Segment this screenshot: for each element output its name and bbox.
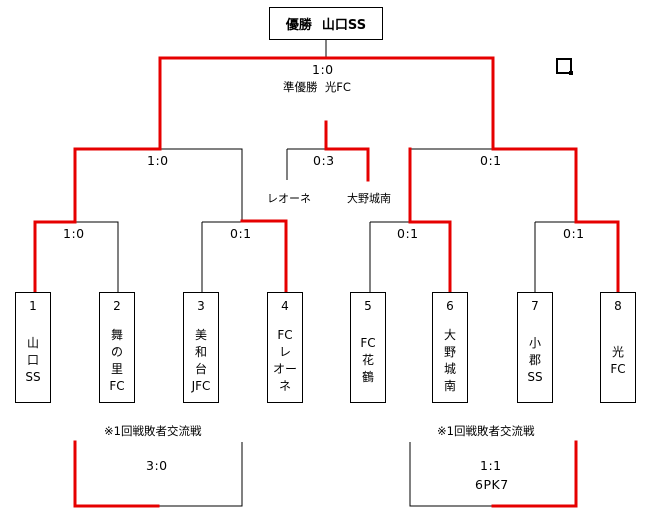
champion-box: 優勝 山口SS <box>269 7 383 40</box>
winner-path-yamaguchi <box>33 56 328 294</box>
exchange-right-score: 1:1 <box>480 458 502 473</box>
team-box-8: 8 光 FC <box>600 292 636 403</box>
team-name-line: SS <box>527 370 543 384</box>
team-name-line: オー <box>272 361 297 376</box>
team-name-line: FC <box>277 327 293 342</box>
team-name-line: の <box>110 344 123 359</box>
exchange-right-pk: 6PK7 <box>475 477 509 492</box>
team-number: 6 <box>446 299 454 313</box>
team-name-line: レ <box>278 344 291 359</box>
team-name: 光 FC <box>601 325 635 396</box>
winner-path-leone <box>240 219 288 294</box>
winner-path-onojo <box>408 147 452 294</box>
team-name-line: 鶴 <box>361 370 374 384</box>
winner-path-hikari <box>324 56 620 294</box>
team-name-line: 花 <box>361 353 374 367</box>
line-exchange-left <box>74 442 243 507</box>
bracket-red-lines <box>33 56 620 508</box>
team-name-line: 里 <box>110 361 123 376</box>
team-name: 大 野 城 南 <box>433 325 467 396</box>
team-name-line: FC <box>610 361 626 376</box>
exchange-left-score: 3:0 <box>146 458 168 473</box>
line-exchange-right <box>409 442 577 507</box>
team-name-line: 口 <box>26 353 39 367</box>
team-number: 5 <box>364 299 372 313</box>
winner-path-onojo-third <box>324 120 370 182</box>
team-number: 4 <box>281 299 289 313</box>
team-name: 山 口 SS <box>16 325 50 396</box>
qf4-score: 0:1 <box>563 226 585 241</box>
champion-team: 山口SS <box>321 18 367 33</box>
third-place-team-right: 大野城南 <box>347 192 391 205</box>
qf1-score: 1:0 <box>63 226 85 241</box>
winner-path-exchange-left <box>73 440 160 508</box>
team-name-line: SS <box>25 370 41 384</box>
third-place-score: 0:3 <box>313 153 335 168</box>
team-name-line: FC <box>360 336 376 350</box>
runner-up-label: 準優勝 光FC <box>283 79 351 95</box>
champion-label: 優勝 <box>285 18 312 33</box>
square-icon <box>556 58 573 75</box>
final-score: 1:0 <box>312 62 334 77</box>
team-name-line: 大 <box>443 327 456 342</box>
team-name: 美 和 台 JFC <box>184 325 218 396</box>
exchange-right-title: ※1回戦敗者交流戦 <box>437 424 535 438</box>
team-box-3: 3 美 和 台 JFC <box>183 292 219 403</box>
third-place-team-left: レオーネ <box>267 192 311 205</box>
team-box-6: 6 大 野 城 南 <box>432 292 468 403</box>
team-name-line: ネ <box>278 378 291 393</box>
team-box-7: 7 小 郡 SS <box>517 292 553 403</box>
team-number: 3 <box>197 299 205 313</box>
team-number: 7 <box>531 299 539 313</box>
exchange-left-title: ※1回戦敗者交流戦 <box>104 424 202 438</box>
team-box-1: 1 山 口 SS <box>15 292 51 403</box>
team-name-line: JFC <box>191 378 211 393</box>
team-name: 舞 の 里 FC <box>100 325 134 396</box>
team-name-line: 美 <box>194 327 207 342</box>
team-name-line: 台 <box>194 361 207 376</box>
team-name-line: 光 <box>611 344 624 359</box>
team-name-line: FC <box>109 378 125 393</box>
team-name-line: 城 <box>443 361 456 376</box>
team-name-line: 小 <box>528 336 541 350</box>
runner-up-team: 光FC <box>324 80 351 94</box>
qf3-score: 0:1 <box>397 226 419 241</box>
team-box-4: 4 FC レ オー ネ <box>267 292 303 403</box>
team-name: FC 花 鶴 <box>351 325 385 396</box>
team-name-line: 南 <box>443 378 456 393</box>
team-number: 1 <box>29 299 37 313</box>
qf2-score: 0:1 <box>230 226 252 241</box>
team-box-2: 2 舞 の 里 FC <box>99 292 135 403</box>
winner-path-exchange-right <box>491 440 578 508</box>
team-name-line: 山 <box>26 336 39 350</box>
team-name-line: 和 <box>194 344 207 359</box>
team-box-5: 5 FC 花 鶴 <box>350 292 386 403</box>
team-name-line: 野 <box>443 344 456 359</box>
semifinal-right-score: 0:1 <box>480 153 502 168</box>
team-number: 8 <box>614 299 622 313</box>
team-name-line: 舞 <box>110 327 123 342</box>
semifinal-left-score: 1:0 <box>147 153 169 168</box>
team-name-line: 郡 <box>528 353 541 367</box>
team-name: 小 郡 SS <box>518 325 552 396</box>
team-name: FC レ オー ネ <box>268 325 302 396</box>
team-number: 2 <box>113 299 121 313</box>
runner-up-prefix: 準優勝 <box>283 80 318 94</box>
